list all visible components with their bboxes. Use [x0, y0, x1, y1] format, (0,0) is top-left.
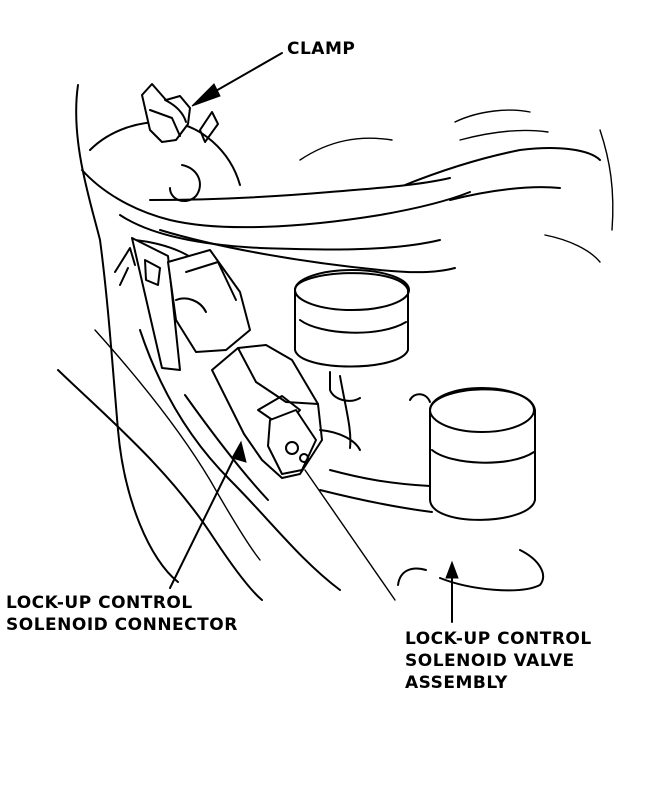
connector-label-line-1: LOCK-UP CONTROL	[6, 593, 193, 613]
transmission-case-outline	[57, 84, 614, 601]
clamp	[141, 83, 191, 143]
valve-label-line-2: SOLENOID VALVE	[405, 651, 575, 671]
solenoid-upper	[294, 269, 410, 449]
valve-label: LOCK-UP CONTROL SOLENOID VALVE ASSEMBLY	[405, 628, 592, 694]
valve-label-line-1: LOCK-UP CONTROL	[405, 629, 592, 649]
connector-arrow	[169, 440, 247, 589]
valve-label-line-3: ASSEMBLY	[405, 673, 508, 693]
clamp-label: CLAMP	[287, 38, 355, 60]
harness-connector-upper	[167, 249, 251, 353]
solenoid-connector	[211, 344, 361, 479]
clamp-arrow	[191, 52, 283, 143]
wire-harness	[81, 109, 601, 274]
connector-label-line-2: SOLENOID CONNECTOR	[6, 615, 238, 635]
connector-label: LOCK-UP CONTROL SOLENOID CONNECTOR	[6, 592, 238, 636]
solenoid-valve-assembly	[319, 387, 536, 521]
valve-arrow	[304, 469, 459, 623]
bracket	[114, 237, 181, 371]
clamp-label-text: CLAMP	[287, 39, 356, 59]
